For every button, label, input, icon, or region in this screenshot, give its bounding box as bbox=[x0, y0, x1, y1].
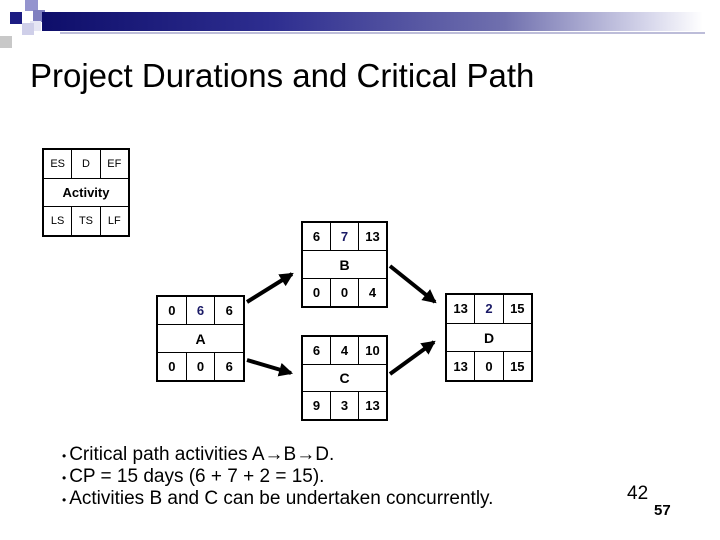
node-c-ts: 3 bbox=[331, 392, 359, 420]
node-b-top-row: 6 7 13 bbox=[303, 223, 386, 250]
node-a-duration: 6 bbox=[187, 297, 216, 324]
node-a-label: A bbox=[158, 324, 243, 353]
legend-lf-cell: LF bbox=[107, 215, 121, 228]
activity-node-c: 6 4 10 C 9 3 13 bbox=[301, 335, 388, 421]
node-c-bottom-row: 9 3 13 bbox=[303, 392, 386, 420]
node-d-ts: 0 bbox=[475, 352, 504, 381]
node-b-duration: 7 bbox=[331, 223, 359, 250]
arrow-b-to-d bbox=[388, 264, 437, 304]
node-b-bottom-row: 0 0 4 bbox=[303, 279, 386, 306]
node-a-lf: 6 bbox=[225, 359, 233, 374]
title-bar-underline bbox=[60, 32, 705, 34]
node-a-ls: 0 bbox=[158, 353, 187, 380]
legend-ef-cell: EF bbox=[107, 157, 122, 170]
legend-bottom-row: LS TS LF bbox=[44, 207, 128, 236]
legend-d-cell: D bbox=[72, 150, 101, 178]
legend-node: ES D EF Activity LS TS LF bbox=[42, 148, 130, 237]
node-b-ls: 0 bbox=[303, 279, 331, 306]
decor-square-lavender bbox=[22, 23, 34, 35]
decor-square-periwinkle bbox=[25, 0, 38, 11]
bullet-critical-path: Critical path activities A→B→D. bbox=[62, 444, 622, 466]
node-a-es: 0 bbox=[158, 297, 187, 324]
node-d-label: D bbox=[447, 322, 531, 353]
bullet-cp-days: CP = 15 days (6 + 7 + 2 = 15). bbox=[62, 466, 622, 488]
activity-node-b: 6 7 13 B 0 0 4 bbox=[301, 221, 388, 308]
node-a-ef: 6 bbox=[225, 303, 233, 318]
node-a-bottom-row: 0 0 6 bbox=[158, 353, 243, 380]
bullet-concurrent: Activities B and C can be undertaken con… bbox=[62, 488, 622, 510]
node-c-ef: 10 bbox=[365, 342, 380, 358]
legend-ts-cell: TS bbox=[72, 207, 101, 236]
notes-list: Critical path activities A→B→D. CP = 15 … bbox=[62, 444, 622, 510]
title-gradient-bar bbox=[42, 12, 703, 31]
node-c-duration: 4 bbox=[331, 337, 359, 364]
legend-es-cell: ES bbox=[44, 150, 73, 178]
node-b-es: 6 bbox=[303, 223, 331, 250]
decor-square-gray bbox=[0, 36, 12, 48]
node-d-ef: 15 bbox=[510, 301, 525, 317]
node-c-es: 6 bbox=[303, 337, 331, 364]
node-d-bottom-row: 13 0 15 bbox=[447, 352, 531, 381]
node-d-ls: 13 bbox=[447, 352, 476, 381]
node-c-label: C bbox=[303, 363, 386, 393]
node-c-lf: 13 bbox=[365, 398, 380, 414]
node-c-ls: 9 bbox=[303, 392, 331, 420]
node-d-lf: 15 bbox=[510, 358, 525, 374]
node-b-ef: 13 bbox=[365, 229, 380, 244]
page-number-small: 57 bbox=[654, 502, 671, 519]
arrow-a-to-b bbox=[245, 272, 294, 304]
legend-activity-cell: Activity bbox=[44, 177, 128, 208]
legend-top-row: ES D EF bbox=[44, 150, 128, 178]
node-a-ts: 0 bbox=[187, 353, 216, 380]
node-c-top-row: 6 4 10 bbox=[303, 337, 386, 364]
node-b-label: B bbox=[303, 250, 386, 279]
node-d-duration: 2 bbox=[475, 295, 504, 323]
activity-node-d: 13 2 15 D 13 0 15 bbox=[445, 293, 533, 382]
slide-title: Project Durations and Critical Path bbox=[30, 57, 535, 94]
node-a-top-row: 0 6 6 bbox=[158, 297, 243, 324]
node-b-lf: 4 bbox=[368, 285, 377, 300]
arrow-a-to-c bbox=[246, 358, 294, 377]
decor-square-navy bbox=[10, 12, 22, 24]
legend-ls-cell: LS bbox=[44, 207, 73, 236]
arrow-c-to-d bbox=[388, 340, 436, 376]
node-d-es: 13 bbox=[447, 295, 476, 323]
page-number-large: 42 bbox=[627, 483, 649, 504]
node-b-ts: 0 bbox=[331, 279, 359, 306]
activity-node-a: 0 6 6 A 0 0 6 bbox=[156, 295, 245, 382]
decor-square-pale bbox=[30, 21, 41, 31]
node-d-top-row: 13 2 15 bbox=[447, 295, 531, 323]
